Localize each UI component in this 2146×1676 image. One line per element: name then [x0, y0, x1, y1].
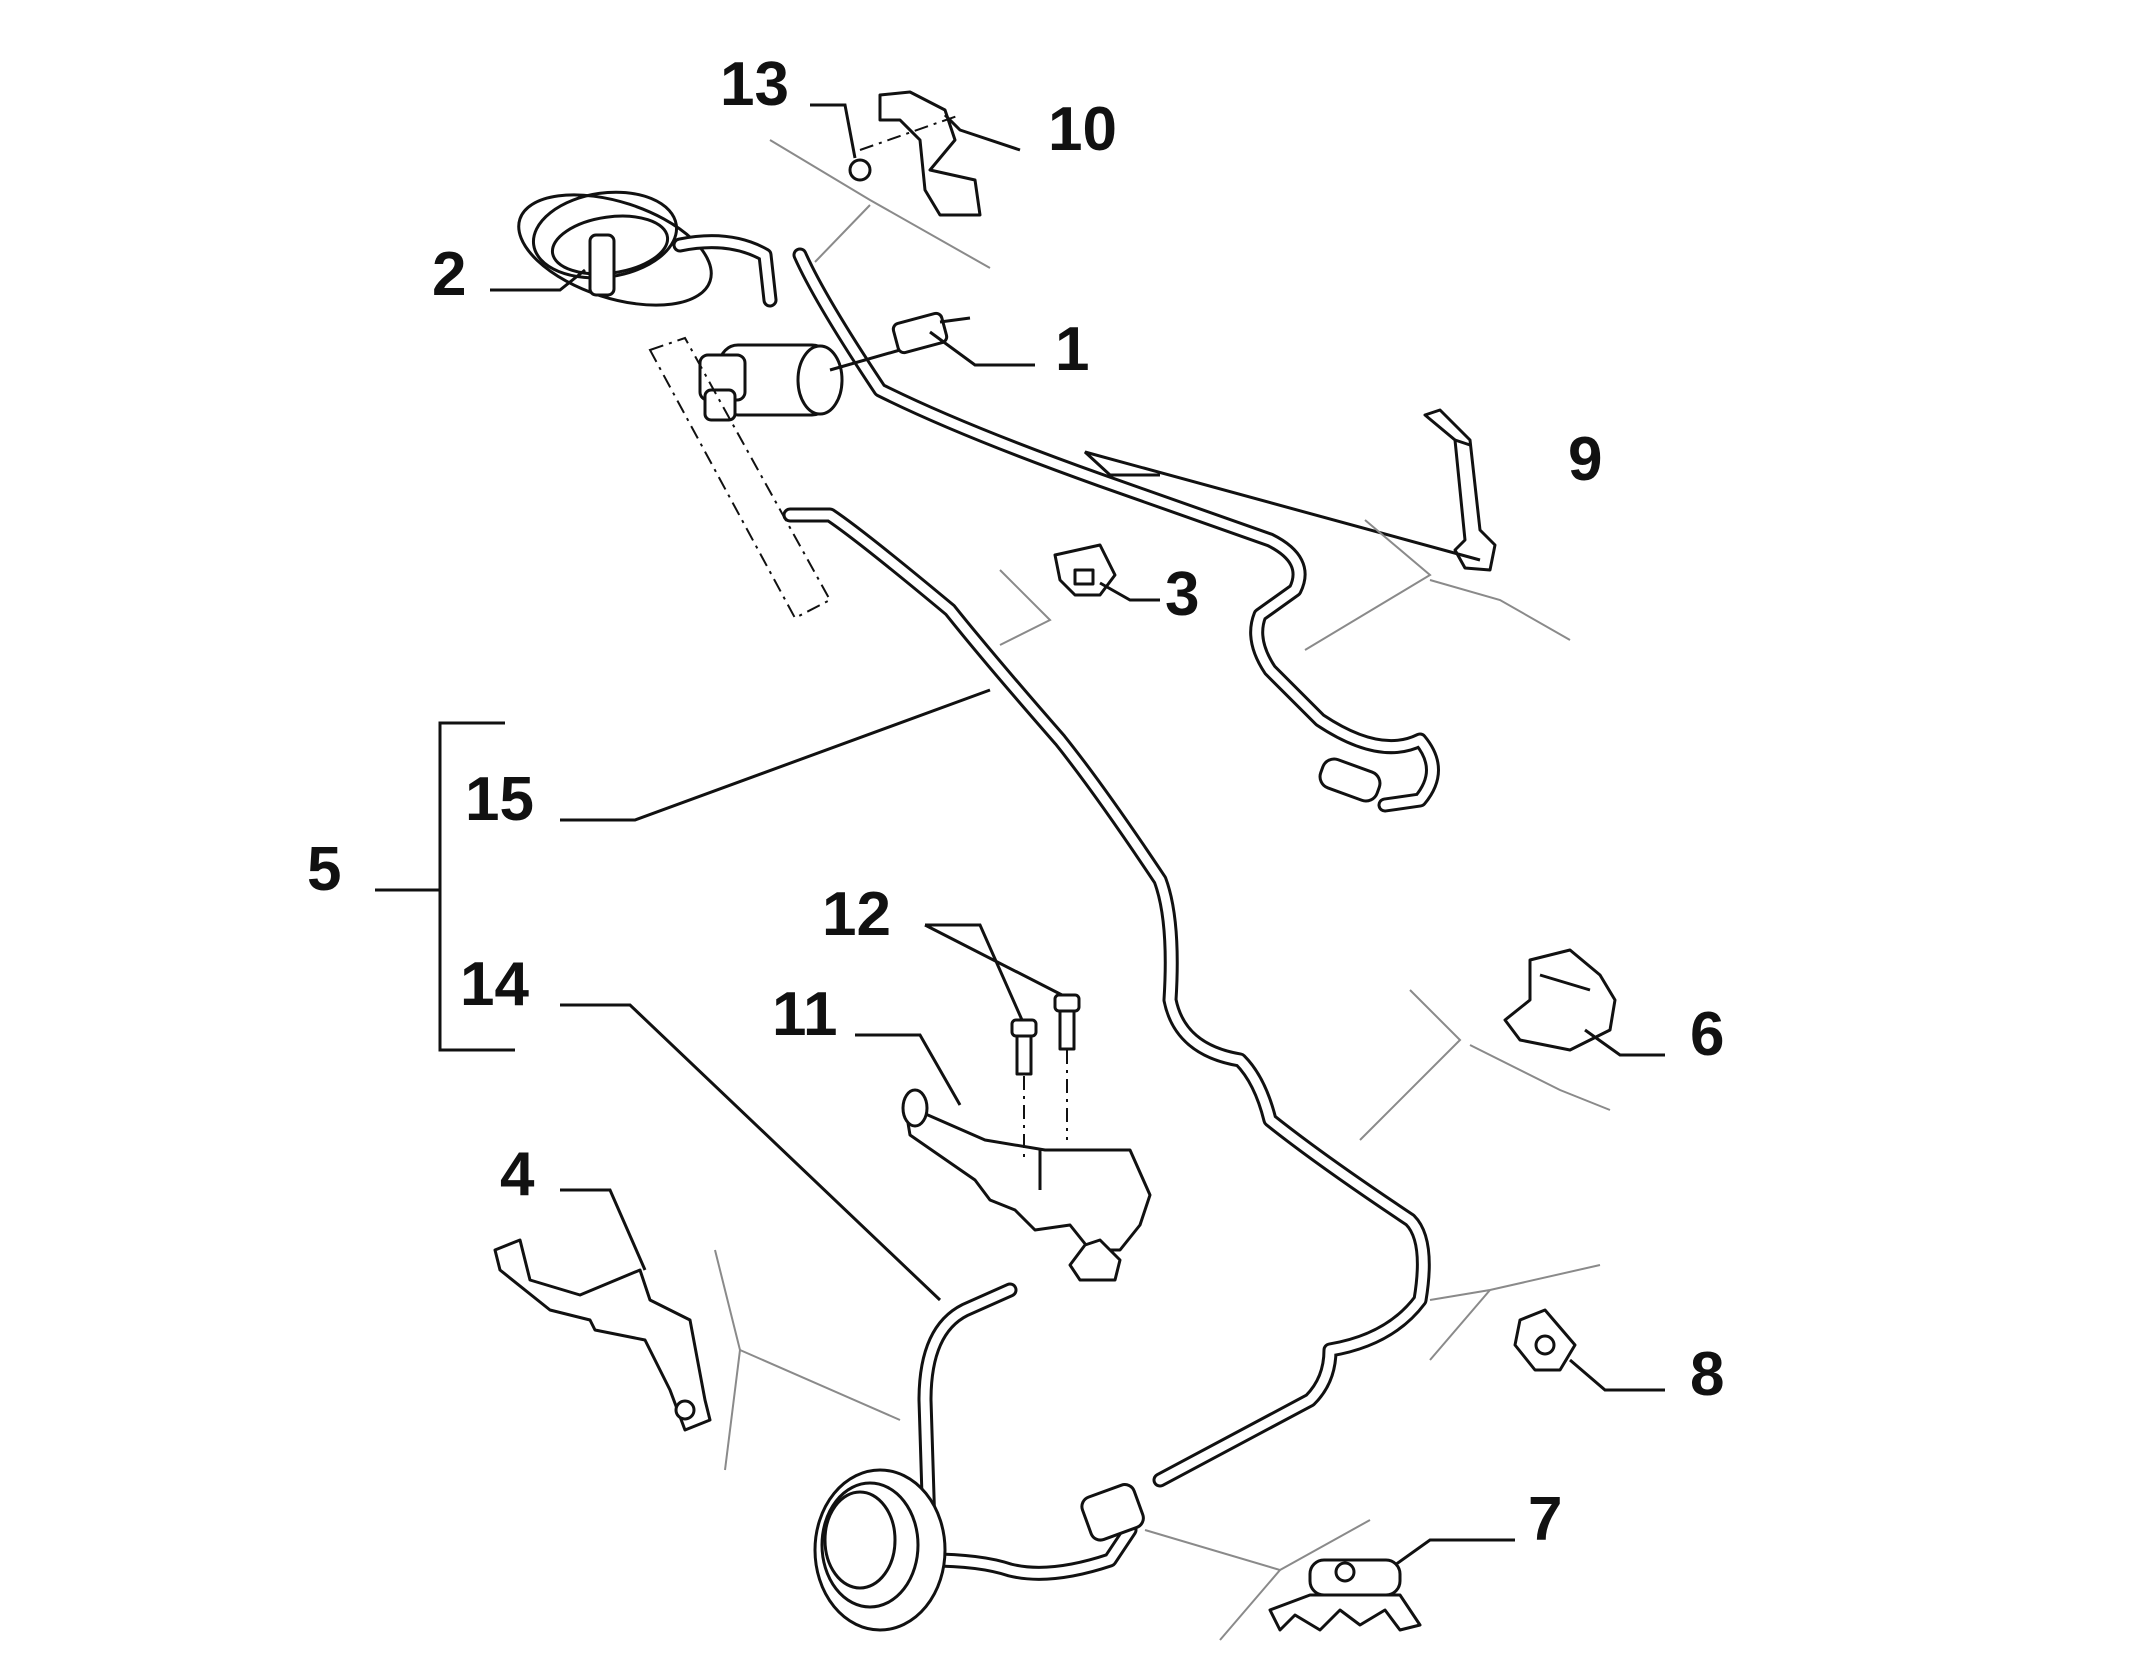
callout-11: 11 [772, 980, 838, 1049]
callout-12: 12 [822, 880, 891, 949]
upper-pipe [792, 247, 1440, 813]
clip-part-8 [1513, 1308, 1577, 1372]
bracket-part-4 [493, 1238, 712, 1432]
callout-3: 3 [1165, 560, 1199, 629]
callout-labels: 13 10 2 1 9 3 15 5 12 14 11 6 4 8 7 [307, 50, 1724, 1554]
leader-lines [375, 103, 1665, 1567]
master-cylinder-part-1 [698, 311, 971, 422]
callout-6: 6 [1690, 1000, 1724, 1069]
clip-part-7 [1268, 1558, 1422, 1632]
callout-4: 4 [500, 1140, 535, 1209]
pipe-14 [917, 1282, 1138, 1581]
callout-13: 13 [720, 50, 789, 119]
callout-15: 15 [465, 765, 534, 834]
callout-10: 10 [1048, 95, 1117, 164]
hose-end-connector [1318, 757, 1382, 803]
dash-outline-assembly [648, 336, 832, 620]
reservoir-hose-part-2 [517, 190, 778, 308]
callout-9: 9 [1568, 425, 1602, 494]
bracket-part-9 [1423, 408, 1497, 572]
callout-2: 2 [432, 240, 466, 309]
callout-5: 5 [307, 835, 341, 904]
guide-lines [714, 139, 1611, 1641]
bracket-part-6 [1503, 948, 1617, 1052]
clip-part-3 [1053, 543, 1117, 597]
bolts-part-12 [1010, 993, 1081, 1160]
callout-14: 14 [460, 950, 529, 1019]
callout-8: 8 [1690, 1340, 1724, 1409]
slave-bearing-part-14 [813, 1468, 1145, 1632]
callout-1: 1 [1055, 315, 1089, 384]
slave-cylinder-part-11 [901, 1088, 1152, 1282]
bracket-part-10 [848, 90, 982, 217]
callout-7: 7 [1528, 1485, 1562, 1554]
pipe-15 [782, 507, 1431, 1488]
